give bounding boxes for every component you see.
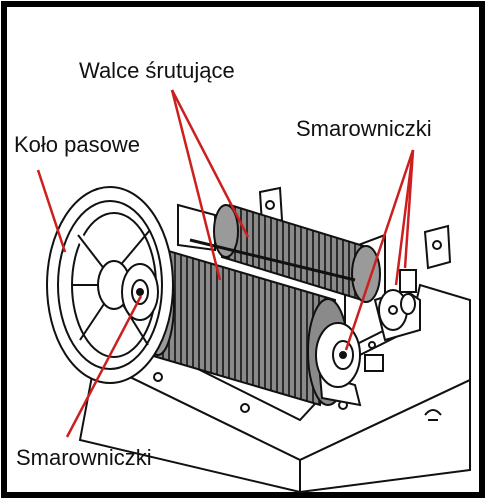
label-lubricators-left: Smarowniczki xyxy=(16,445,152,470)
callout-lubricator-right-b xyxy=(394,149,415,286)
callout-lubricator-right-a xyxy=(344,149,415,351)
separator-rod xyxy=(189,238,356,282)
callout-rollers-front xyxy=(170,89,222,281)
label-rollers: Walce śrutujące xyxy=(79,58,235,83)
callout-pulley xyxy=(36,169,67,253)
right-bearing-rear xyxy=(373,269,421,342)
rear-roller xyxy=(213,203,381,303)
callout-lubricator-right-c xyxy=(403,149,415,269)
callout-rollers-rear xyxy=(170,89,250,238)
callout-lines xyxy=(36,89,415,438)
pulley-wheel xyxy=(46,186,174,384)
label-lubricators-right: Smarowniczki xyxy=(296,116,432,141)
callout-lubricator-left xyxy=(65,295,143,438)
left-shaft-hub xyxy=(121,263,159,321)
label-pulley: Koło pasowe xyxy=(14,132,140,157)
